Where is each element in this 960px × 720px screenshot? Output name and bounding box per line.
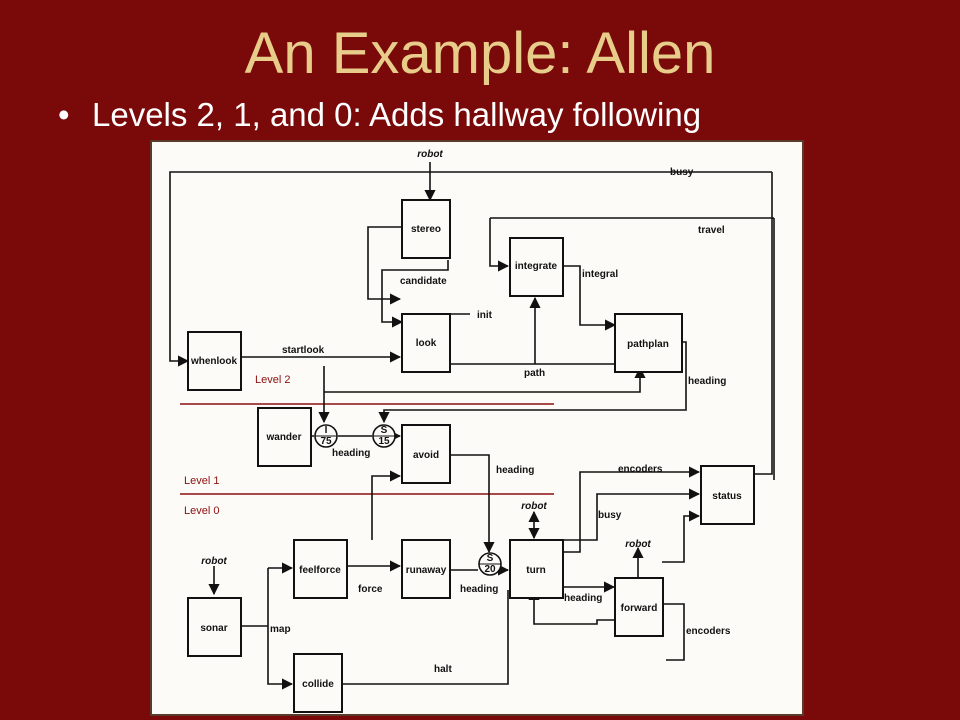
suppressor-node-20: S 20 [478, 552, 502, 576]
module-pathplan [614, 313, 683, 373]
wire-forward-encoders [662, 603, 685, 661]
label-candidate: candidate [400, 276, 447, 287]
label-map: map [270, 624, 291, 635]
label-heading-wander: heading [332, 448, 370, 459]
module-collide [293, 653, 343, 713]
label-travel: travel [698, 225, 725, 236]
label-sonar: sonar [200, 623, 227, 634]
label-look: look [416, 338, 437, 349]
diagram-canvas: I 75 S 15 S 20 stereo integrate look whe… [169, 149, 775, 713]
label-robot-forward: robot [625, 539, 651, 550]
module-forward [614, 577, 664, 637]
node-value: 75 [320, 436, 332, 447]
label-busy-top: busy [670, 167, 694, 178]
label-feelforce: feelforce [299, 565, 341, 576]
label-init: init [477, 310, 493, 321]
suppressor-node-15: S 15 [372, 424, 396, 448]
label-busy-status: busy [598, 510, 622, 521]
bullet-text: Levels 2, 1, and 0: Adds hallway followi… [92, 96, 702, 133]
wire-halt [340, 590, 509, 685]
label-stereo: stereo [411, 224, 441, 235]
label-collide: collide [302, 679, 334, 690]
module-feelforce [293, 539, 348, 599]
wire-busy-status [753, 172, 773, 475]
wire-map-collide [267, 568, 294, 690]
node-value: 20 [484, 564, 496, 575]
inhibitor-node-75: I 75 [314, 424, 338, 448]
node-letter: I [325, 425, 328, 436]
wire-candidate-b [381, 260, 449, 328]
node-letter: S [381, 425, 388, 436]
wire-busy [169, 171, 772, 367]
label-status: status [712, 491, 742, 502]
wire-travel [489, 218, 510, 272]
label-robot-turn: robot [521, 501, 547, 512]
label-heading-pathplan: heading [688, 376, 726, 387]
module-look [401, 313, 451, 373]
label-encoders-status: encoders [618, 464, 663, 475]
module-turn [509, 539, 564, 599]
label-encoders-forward: encoders [686, 626, 731, 637]
label-avoid: avoid [413, 450, 439, 461]
wire-forward-turn [528, 588, 614, 625]
module-status [700, 465, 755, 525]
module-wander [257, 407, 312, 467]
label-integrate: integrate [515, 261, 558, 272]
wire-level2-pathplan [324, 366, 646, 393]
module-integrate [509, 237, 564, 297]
module-stereo [401, 199, 451, 259]
wire-turn-encoders [562, 466, 701, 553]
label-level1: Level 1 [184, 475, 219, 487]
label-robot-sonar: robot [201, 556, 227, 567]
label-level0: Level 0 [184, 505, 219, 517]
bullet-item: • Levels 2, 1, and 0: Adds hallway follow… [58, 96, 701, 134]
module-sonar [187, 597, 242, 657]
architecture-diagram: I 75 S 15 S 20 stereo integrate look whe… [150, 140, 804, 716]
label-startlook: startlook [282, 345, 325, 356]
label-heading-turn: heading [564, 593, 602, 604]
wire-pathplan-heading [378, 341, 687, 424]
module-whenlook [187, 331, 242, 391]
node-value: 15 [378, 436, 390, 447]
label-robot-top: robot [417, 149, 443, 160]
bullet-dot: • [58, 96, 70, 133]
wire-force-avoid [371, 470, 402, 540]
label-path: path [524, 368, 545, 379]
label-heading-avoid: heading [496, 465, 534, 476]
module-runaway [401, 539, 451, 599]
label-whenlook: whenlook [190, 356, 238, 367]
label-halt: halt [434, 664, 452, 675]
node-letter: S [487, 553, 494, 564]
module-avoid [401, 424, 451, 484]
label-level2: Level 2 [255, 374, 290, 386]
wire-avoid-heading [448, 454, 495, 554]
label-heading-runaway: heading [460, 584, 498, 595]
label-turn: turn [526, 565, 545, 576]
label-integral: integral [582, 269, 618, 280]
label-forward: forward [621, 603, 658, 614]
wire-integral [563, 265, 617, 331]
wire-forward-status [662, 510, 701, 563]
label-runaway: runaway [406, 565, 447, 576]
wire-turn-busy [562, 488, 701, 541]
label-pathplan: pathplan [627, 339, 669, 350]
slide-title: An Example: Allen [244, 21, 716, 86]
label-wander: wander [265, 432, 301, 443]
label-force: force [358, 584, 383, 595]
